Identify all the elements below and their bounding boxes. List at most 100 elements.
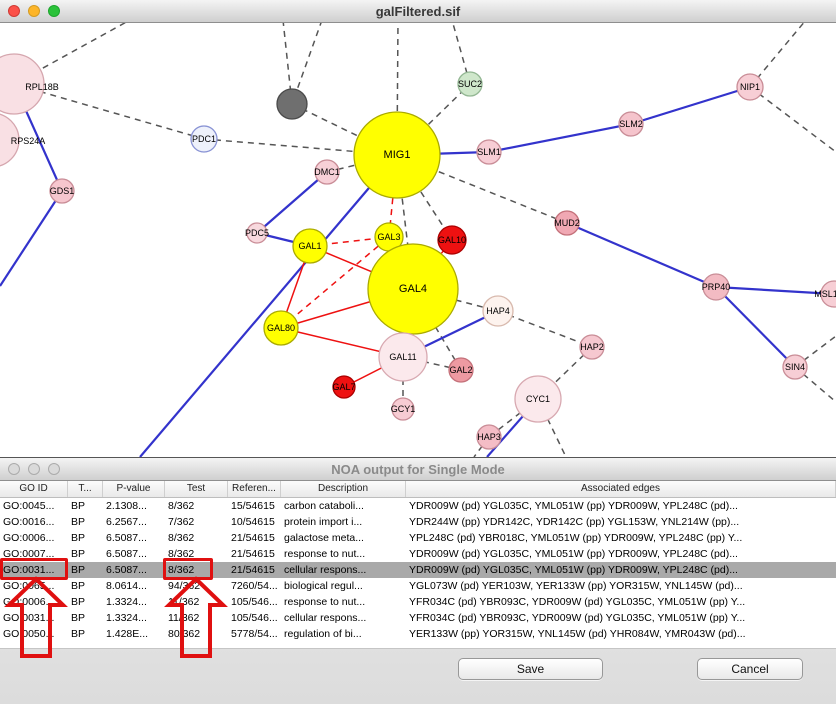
cell-reference: 21/54615 xyxy=(231,532,275,544)
graph-edge[interactable] xyxy=(280,236,390,329)
graph-edge[interactable] xyxy=(630,85,751,126)
graph-node-label: PRP40 xyxy=(702,282,731,292)
cell-go-id: GO:0006... xyxy=(3,596,55,608)
column-header-type[interactable]: T... xyxy=(68,480,103,497)
graph-edge[interactable] xyxy=(715,285,835,296)
minimize-button[interactable] xyxy=(28,5,40,17)
graph-node-hap3[interactable] xyxy=(476,424,502,450)
graph-node-nip1[interactable] xyxy=(736,73,764,101)
cell-type: BP xyxy=(71,516,86,528)
graph-node-mud2[interactable] xyxy=(554,210,580,236)
cell-reference: 105/546... xyxy=(231,612,278,624)
graph-node-label: GAL1 xyxy=(298,241,321,251)
graph-edge[interactable] xyxy=(497,310,593,348)
graph-edge[interactable] xyxy=(566,221,717,289)
zoom-button[interactable] xyxy=(48,5,60,17)
column-header-p-value[interactable]: P-value xyxy=(103,480,165,497)
graph-edge[interactable] xyxy=(715,286,796,368)
cell-p-value: 6.2567... xyxy=(106,516,147,528)
graph-node-prp40[interactable] xyxy=(702,273,730,301)
graph-node-gal1[interactable] xyxy=(292,228,328,264)
graph-node-slm1[interactable] xyxy=(476,139,502,165)
network-window-titlebar[interactable]: galFiltered.sif xyxy=(0,0,836,23)
column-header-reference[interactable]: Referen... xyxy=(228,480,281,497)
cell-associated-edges: YPL248C (pd) YBR018C, YML051W (pp) YDR00… xyxy=(409,532,743,544)
zoom-button[interactable] xyxy=(48,463,60,475)
cell-p-value: 1.3324... xyxy=(106,612,147,624)
cancel-button[interactable]: Cancel xyxy=(697,658,803,680)
cell-go-id: GO:0050... xyxy=(3,628,55,640)
graph-node-rps24a[interactable] xyxy=(0,113,20,167)
graph-node-gal4[interactable] xyxy=(367,243,459,335)
cell-type: BP xyxy=(71,612,86,624)
graph-node-slm2[interactable] xyxy=(618,111,644,137)
graph-node-sin4[interactable] xyxy=(782,354,808,380)
graph-node-rpl18b[interactable] xyxy=(0,53,45,115)
column-header-associated-edges[interactable]: Associated edges xyxy=(406,480,836,497)
cell-type: BP xyxy=(71,596,86,608)
graph-edge[interactable] xyxy=(488,122,632,154)
graph-node-gal2[interactable] xyxy=(448,357,474,383)
graph-node-hap4[interactable] xyxy=(482,295,514,327)
column-header-test[interactable]: Test xyxy=(165,480,228,497)
graph-node-gcy1[interactable] xyxy=(391,397,415,421)
cell-p-value: 1.428E... xyxy=(106,628,149,640)
graph-node-pdc1[interactable] xyxy=(190,125,218,153)
graph-node-mig1[interactable] xyxy=(353,111,441,199)
graph-edge[interactable] xyxy=(256,171,328,234)
cell-p-value: 6.5087... xyxy=(106,532,147,544)
cell-test: 11/362 xyxy=(168,596,200,608)
graph-node-gray1[interactable] xyxy=(276,88,308,120)
graph-node-label: DMC1 xyxy=(314,167,340,177)
noa-window-titlebar[interactable]: NOA output for Single Mode xyxy=(0,458,836,481)
graph-node-gal7[interactable] xyxy=(332,375,356,399)
cell-type: BP xyxy=(71,580,86,592)
column-header-go-id[interactable]: GO ID xyxy=(0,480,68,497)
graph-edge[interactable] xyxy=(396,154,568,224)
graph-edge[interactable] xyxy=(291,103,398,156)
graph-node-label: RPL18B xyxy=(25,82,59,92)
graph-node-suc2[interactable] xyxy=(457,71,483,97)
close-button[interactable] xyxy=(8,5,20,17)
graph-node-dmc1[interactable] xyxy=(314,159,340,185)
network-canvas[interactable]: RPL18BRPS24AGDS1PDC1DMC1MIG1SUC2SLM1SLM2… xyxy=(0,0,836,458)
close-button[interactable] xyxy=(8,463,20,475)
noa-window-title: NOA output for Single Mode xyxy=(331,461,505,477)
graph-node-gal10[interactable] xyxy=(437,225,467,255)
cell-description: carbon cataboli... xyxy=(284,500,364,512)
graph-edge[interactable] xyxy=(794,335,836,368)
cell-p-value: 6.5087... xyxy=(106,548,147,560)
graph-node-gal11[interactable] xyxy=(378,332,428,382)
graph-node-pdc5[interactable] xyxy=(246,222,268,244)
graph-node-hap2[interactable] xyxy=(579,334,605,360)
graph-edge[interactable] xyxy=(749,86,836,153)
graph-node-label: GAL4 xyxy=(399,283,427,295)
cell-description: protein import i... xyxy=(284,516,363,528)
graph-edge[interactable] xyxy=(749,19,807,88)
graph-edge[interactable] xyxy=(0,190,63,287)
graph-node-label: HAP3 xyxy=(477,432,501,442)
cell-description: biological regul... xyxy=(284,580,363,592)
graph-node-cyc1[interactable] xyxy=(514,375,562,423)
graph-edge[interactable] xyxy=(794,366,836,403)
column-header-description[interactable]: Description xyxy=(281,480,406,497)
graph-edge[interactable] xyxy=(139,154,398,457)
graph-node-gds1[interactable] xyxy=(49,178,75,204)
graph-node-gal80[interactable] xyxy=(263,310,299,346)
graph-edge[interactable] xyxy=(291,19,323,105)
save-button[interactable]: Save xyxy=(458,658,603,680)
graph-node-label: GAL11 xyxy=(389,352,416,362)
minimize-button[interactable] xyxy=(28,463,40,475)
graph-node-msl1[interactable] xyxy=(820,280,836,308)
